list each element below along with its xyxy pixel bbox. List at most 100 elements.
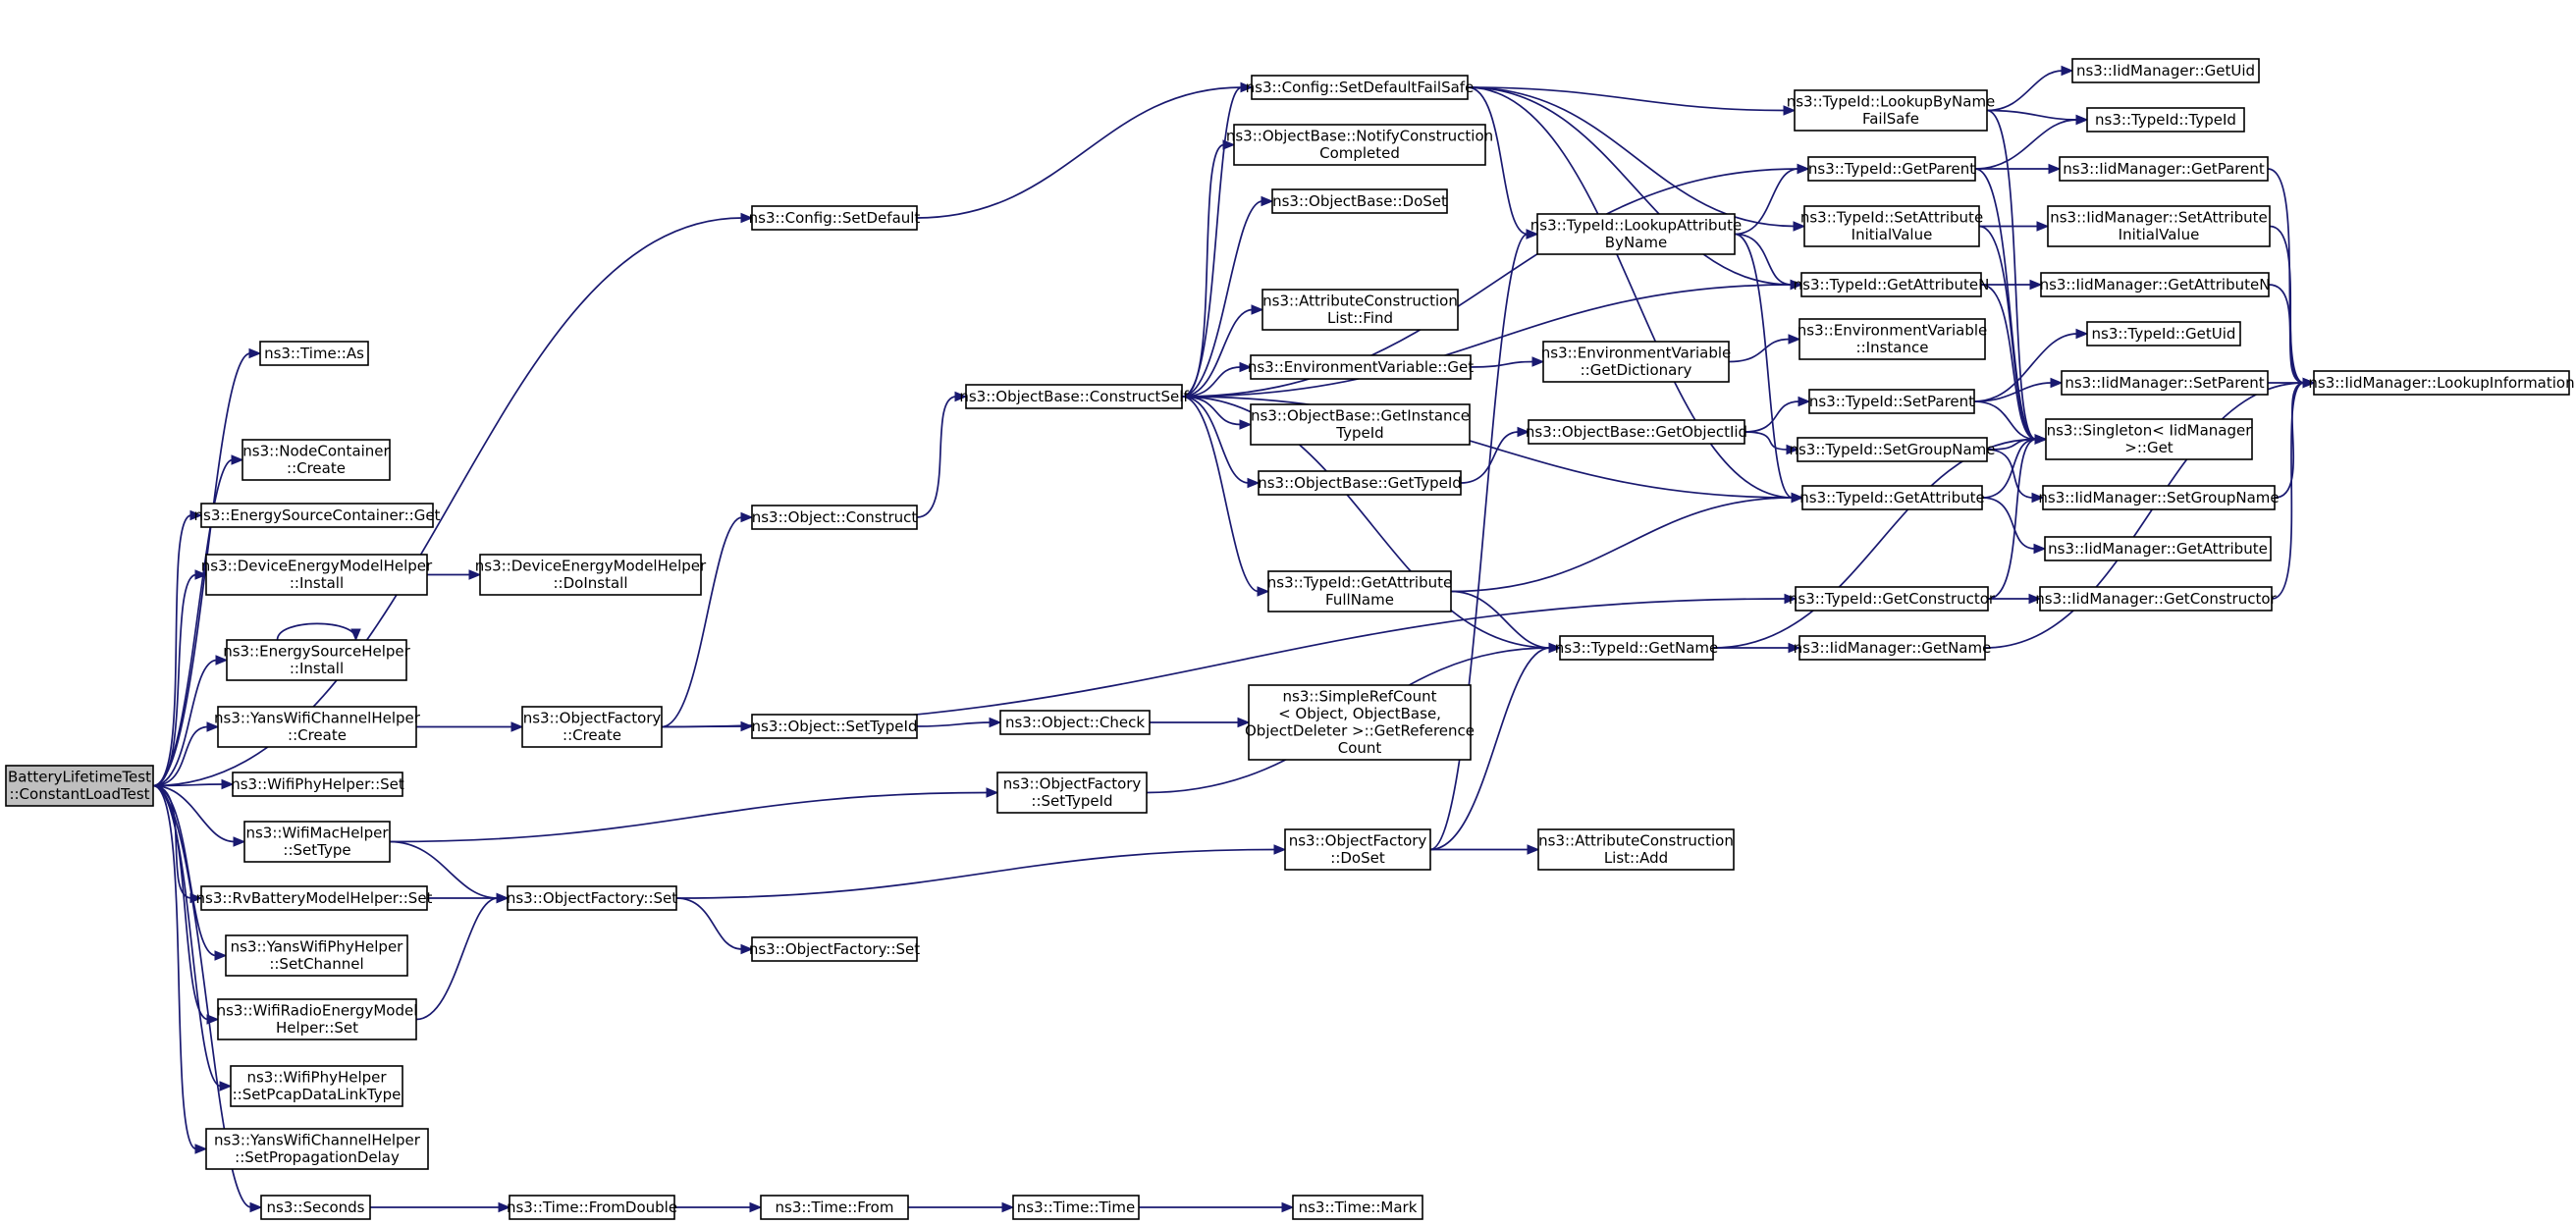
node-ywch-create[interactable]: ns3::YansWifiChannelHelper::Create [214,706,421,748]
arrow-head-icon [1240,81,1254,93]
arrow-head-icon [2061,65,2074,77]
node-box [1808,389,1975,414]
edge-object-settypeid-to-object-check [916,717,1002,728]
node-esh-install[interactable]: ns3::EnergySourceHelper::Install [223,639,411,681]
edge-line [1980,284,2037,441]
edge-time-from-to-time-time [907,1201,1015,1213]
node-wifimac-settype[interactable]: ns3::WifiMacHelper::SetType [243,821,391,863]
node-singleton-get[interactable]: ns3::Singleton< IidManager>::Get [2045,418,2253,460]
arrow-head-icon [2033,543,2047,555]
node-demh-install[interactable]: ns3::DeviceEnergyModelHelper::Install [201,554,433,596]
node-label: ns3::TypeId::GetAttribute [1799,489,1984,506]
node-iidmanager-getuid[interactable]: ns3::IidManager::GetUid [2071,58,2260,83]
node-object-check[interactable]: ns3::Object::Check [999,710,1151,735]
node-object-settypeid[interactable]: ns3::Object::SetTypeId [751,714,918,739]
edge-line [1712,438,2037,649]
edge-line [1450,590,1551,649]
node-iidmanager-setparent[interactable]: ns3::IidManager::SetParent [2061,370,2269,396]
node-box [2042,485,2276,510]
node-tid-typeid[interactable]: ns3::TypeId::TypeId [2086,107,2245,133]
node-esc-get[interactable]: ns3::EnergySourceContainer::Get [194,503,441,528]
node-label: ns3::Config::SetDefault [749,209,921,227]
node-tid-getuid[interactable]: ns3::TypeId::GetUid [2086,321,2241,346]
node-root[interactable]: BatteryLifetimeTest::ConstantLoadTest [5,765,154,807]
node-rvbattery-set[interactable]: ns3::RvBatteryModelHelper::Set [196,885,433,911]
node-envvar-instance[interactable]: ns3::EnvironmentVariable::Instance [1798,318,1987,360]
node-tid-getname[interactable]: ns3::TypeId::GetName [1555,635,1718,661]
node-envvar-getdictionary[interactable]: ns3::EnvironmentVariable::GetDictionary [1541,341,1731,383]
node-cfg-setdefaultfailsafe[interactable]: ns3::Config::SetDefaultFailSafe [1246,75,1475,100]
node-simplerefcount[interactable]: ns3::SimpleRefCount< Object, ObjectBase,… [1245,684,1475,761]
node-of-settypeid[interactable]: ns3::ObjectFactory::SetTypeId [996,772,1148,814]
node-ob-constructself[interactable]: ns3::ObjectBase::ConstructSelf [959,384,1189,409]
node-box [1794,89,1988,132]
node-wifiphy-setpcap[interactable]: ns3::WifiPhyHelper::SetPcapDataLinkType [230,1065,403,1107]
node-time-time[interactable]: ns3::Time::Time [1012,1195,1140,1220]
arrow-head-icon [1251,304,1264,315]
node-ywch-setprop[interactable]: ns3::YansWifiChannelHelper::SetPropagati… [205,1128,429,1170]
node-time-from[interactable]: ns3::Time::From [760,1195,909,1220]
node-tid-getattributen[interactable]: ns3::TypeId::GetAttributeN [1794,272,1990,297]
node-of-doset[interactable]: ns3::ObjectFactory::DoSet [1284,828,1431,871]
node-time-mark[interactable]: ns3::Time::Mark [1292,1195,1423,1220]
node-tid-getparent[interactable]: ns3::TypeId::GetParent [1807,156,1976,182]
node-seconds[interactable]: ns3::Seconds [260,1195,371,1220]
node-ob-notifyconstruction[interactable]: ns3::ObjectBase::NotifyConstructionCompl… [1226,124,1493,166]
node-iidmanager-getattributen[interactable]: ns3::IidManager::GetAttributeN [2040,272,2271,297]
arrow-head-icon [233,836,246,847]
node-of-set[interactable]: ns3::ObjectFactory::Set [507,885,677,911]
node-nodecontainer-create[interactable]: ns3::NodeContainer::Create [242,439,391,481]
node-tid-setparent[interactable]: ns3::TypeId::SetParent [1808,389,1975,414]
node-tid-getattribute[interactable]: ns3::TypeId::GetAttribute [1799,485,1985,510]
node-demh-doinstall[interactable]: ns3::DeviceEnergyModelHelper::DoInstall [475,554,707,596]
node-ob-doset[interactable]: ns3::ObjectBase::DoSet [1271,188,1448,214]
node-label: ::SetTypeId [1031,792,1112,810]
node-label: ns3::EnvironmentVariable [1541,345,1731,362]
node-iidmanager-getname[interactable]: ns3::IidManager::GetName [1794,635,1992,661]
edge-tid-getattributefullname-to-tid-getname [1450,590,1562,654]
node-iidmanager-setattributeinitialvalue[interactable]: ns3::IidManager::SetAttributeInitialValu… [2047,205,2271,247]
edge-of-doset-to-acl-add [1429,844,1540,855]
node-wifiphy-set[interactable]: ns3::WifiPhyHelper::Set [231,772,404,797]
edge-line [916,86,1243,219]
node-ob-getobjectiid[interactable]: ns3::ObjectBase::GetObjectIid [1526,419,1747,445]
node-label: ns3::TypeId::GetParent [1808,160,1975,178]
edge-tid-getname-to-singleton-get [1712,434,2048,649]
node-iidmanager-getattribute[interactable]: ns3::IidManager::GetAttribute [2044,536,2272,561]
node-ob-gettypeid[interactable]: ns3::ObjectBase::GetTypeId [1258,470,1462,496]
edge-line [1181,396,1260,593]
edge-root-to-demh-install [152,569,208,787]
edge-line [152,514,192,787]
edge-cfg-setdefaultfailsafe-to-tid-lookupbynamefailsafe [1467,86,1797,116]
node-tid-getconstructor[interactable]: ns3::TypeId::GetConstructor [1789,586,1996,612]
node-box [1798,318,1986,360]
edge-line [1181,308,1254,398]
node-of-create[interactable]: ns3::ObjectFactory::Create [521,706,663,748]
node-object-construct[interactable]: ns3::Object::Construct [751,505,918,530]
node-iidmanager-getconstructor[interactable]: ns3::IidManager::GetConstructor [2035,586,2278,612]
node-time-fromdouble[interactable]: ns3::Time::FromDouble [507,1195,677,1220]
node-iidmanager-lookupinformation[interactable]: ns3::IidManager::LookupInformation [2308,370,2575,396]
node-iidmanager-getparent[interactable]: ns3::IidManager::GetParent [2059,156,2269,182]
edge-envvar-get-to-envvar-getdictionary [1470,356,1545,368]
node-iidmanager-setgroupname[interactable]: ns3::IidManager::SetGroupName [2038,485,2280,510]
edge-line [1429,233,1529,851]
node-time-as[interactable]: ns3::Time::As [259,341,369,366]
node-envvar-get[interactable]: ns3::EnvironmentVariable::Get [1248,354,1474,380]
node-label: ::Create [288,726,347,744]
node-of-set2[interactable]: ns3::ObjectFactory::Set [749,936,920,962]
node-ywph-setchannel[interactable]: ns3::YansWifiPhyHelper::SetChannel [225,934,408,977]
node-tid-setgroupname[interactable]: ns3::TypeId::SetGroupName [1789,437,1996,462]
node-cfg-setdefault[interactable]: ns3::Config::SetDefault [749,205,921,231]
edge-tid-getattribute-to-iidmanager-getattribute [1981,497,2047,555]
node-box [242,439,391,481]
arrow-head-icon [2034,434,2048,445]
